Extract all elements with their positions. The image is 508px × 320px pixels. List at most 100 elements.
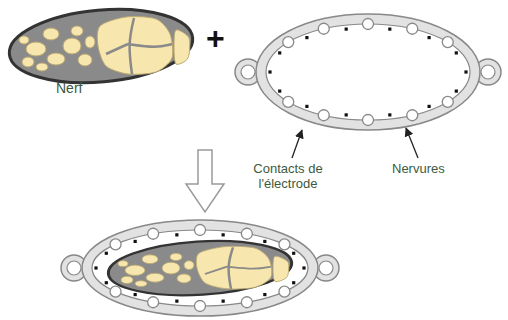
nervure (407, 23, 418, 34)
fascicle (118, 261, 128, 267)
fascicle (47, 53, 65, 65)
nervure (148, 228, 159, 239)
nervure (442, 37, 453, 48)
fascicle (196, 246, 272, 289)
electrode (235, 14, 501, 130)
ear-hole (241, 65, 255, 79)
part-label: Nerf (56, 80, 82, 96)
label-holder: Nervures (392, 162, 445, 177)
nervure (195, 225, 206, 236)
assembly (61, 220, 339, 316)
part-label: Contacts de l'électrode (240, 162, 336, 192)
nerve (105, 236, 295, 301)
septum (106, 44, 128, 54)
electrode-contact (175, 300, 178, 303)
leader-line (406, 128, 418, 158)
electrode-contact (105, 252, 108, 255)
electrode-contact (263, 293, 266, 296)
label-holder: + (206, 20, 225, 57)
cuff-lumen (92, 230, 308, 306)
nervure (195, 301, 206, 312)
fascicle (22, 57, 34, 67)
electrode-contact (278, 51, 281, 54)
nervure (279, 286, 290, 297)
electrode-contact (388, 28, 391, 31)
fascicle (43, 28, 59, 40)
septum (227, 267, 271, 269)
electrode-contact (455, 89, 458, 92)
fascicle (174, 30, 190, 64)
nervure (241, 297, 252, 308)
fascicle (78, 54, 92, 66)
nervure (442, 96, 453, 107)
nervure (318, 110, 329, 121)
part-label: Nervures (392, 162, 445, 177)
electrode-contact (292, 281, 295, 284)
electrode-contact (94, 266, 97, 269)
ear-hole (67, 261, 81, 275)
fascicle (26, 42, 46, 56)
electrode-contact (302, 266, 305, 269)
fascicle (121, 276, 133, 283)
fascicle (71, 26, 83, 36)
cuff-lumen (266, 24, 470, 120)
electrode-contact (222, 300, 225, 303)
fascicle (177, 274, 191, 283)
electrode-contact (134, 240, 137, 243)
electrode-contact (305, 36, 308, 39)
nervure (363, 19, 374, 30)
flow-arrow (186, 150, 224, 212)
nervure (283, 96, 294, 107)
fascicle (135, 281, 147, 287)
electrode-contact (345, 28, 348, 31)
nerve-sheath (105, 236, 295, 301)
nervure (279, 239, 290, 250)
electrode-cuff (82, 220, 318, 316)
electrode-contact (268, 70, 271, 73)
nervure (318, 23, 329, 34)
electrode-contact (134, 293, 137, 296)
nervure (407, 110, 418, 121)
electrode-contact (175, 233, 178, 236)
electrode-contact (305, 105, 308, 108)
plus-sign: + (206, 20, 225, 57)
electrode-contact (345, 113, 348, 116)
electrode-contact (388, 113, 391, 116)
fascicle (85, 36, 95, 48)
electrode-contact (292, 252, 295, 255)
fascicle (36, 63, 48, 71)
electrode-cuff (256, 14, 480, 130)
nerve (6, 2, 196, 90)
septum (205, 267, 227, 274)
label-holder: Nerf (56, 80, 82, 96)
electrode-contact (455, 51, 458, 54)
ear-hole (481, 65, 495, 79)
electrode-contact (263, 240, 266, 243)
nervure (241, 228, 252, 239)
fascicle (184, 261, 194, 270)
fascicle (162, 262, 180, 274)
electrode-contact (464, 70, 467, 73)
fascicle (97, 17, 173, 75)
nervure (363, 115, 374, 126)
nervure (283, 37, 294, 48)
fascicle (170, 253, 182, 260)
nervure (148, 297, 159, 308)
nervure (110, 286, 121, 297)
fascicle (273, 256, 289, 282)
fascicle (63, 38, 81, 54)
leader-line (292, 130, 302, 158)
nervure (110, 239, 121, 250)
electrode-contact (222, 233, 225, 236)
septum (128, 44, 172, 47)
fascicle (19, 36, 29, 44)
label-holder: Contacts de l'électrode (240, 162, 336, 192)
nerve-sheath (6, 2, 196, 90)
electrode-contact (105, 281, 108, 284)
electrode-contact (428, 36, 431, 39)
fascicle (125, 265, 145, 275)
ear-hole (319, 261, 333, 275)
fascicle (146, 273, 164, 282)
